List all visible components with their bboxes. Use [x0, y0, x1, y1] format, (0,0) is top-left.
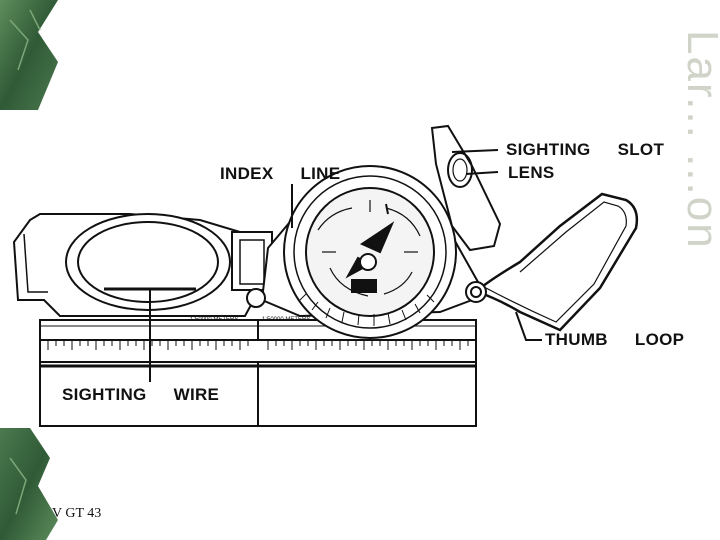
- vertical-title-watermark: Lar... ...on: [678, 30, 720, 485]
- label-index-line: INDEX LINE: [220, 164, 341, 183]
- leader-lens: [465, 171, 499, 175]
- lens-bracket: [430, 124, 502, 252]
- leader-thumb-loop: [515, 311, 542, 341]
- dial-markings: [317, 200, 421, 297]
- footer-text: V GT 43: [52, 506, 102, 521]
- ruler-ticks: [47, 340, 469, 350]
- bezel-teeth: [299, 293, 435, 326]
- sighting-ring: [65, 213, 231, 311]
- label-sighting-slot: SIGHTING SLOT: [506, 140, 665, 159]
- ruler-scale: [39, 339, 477, 363]
- compass-needle: [359, 221, 395, 254]
- label-lens: LENS: [508, 163, 555, 182]
- thumb-loop: [477, 192, 639, 332]
- right-plate-text: 1:50000 METERS: [262, 317, 310, 323]
- vertical-title-text: Lar... ...on: [678, 30, 720, 250]
- bottom-left-corner-decoration: [0, 428, 58, 540]
- label-thumb-loop: THUMB LOOP: [545, 330, 685, 349]
- leader-sighting-slot: [451, 149, 499, 153]
- label-sighting-wire: SIGHTING WIRE: [62, 385, 220, 404]
- top-left-corner-decoration: [0, 0, 58, 110]
- thumb-loop-pivot: [465, 281, 487, 303]
- index-line-mark: [385, 203, 389, 215]
- left-plate-text: 1:50000 METERS: [190, 317, 238, 323]
- sighting-slot-hole: [447, 152, 473, 188]
- dial-pivot: [359, 253, 377, 271]
